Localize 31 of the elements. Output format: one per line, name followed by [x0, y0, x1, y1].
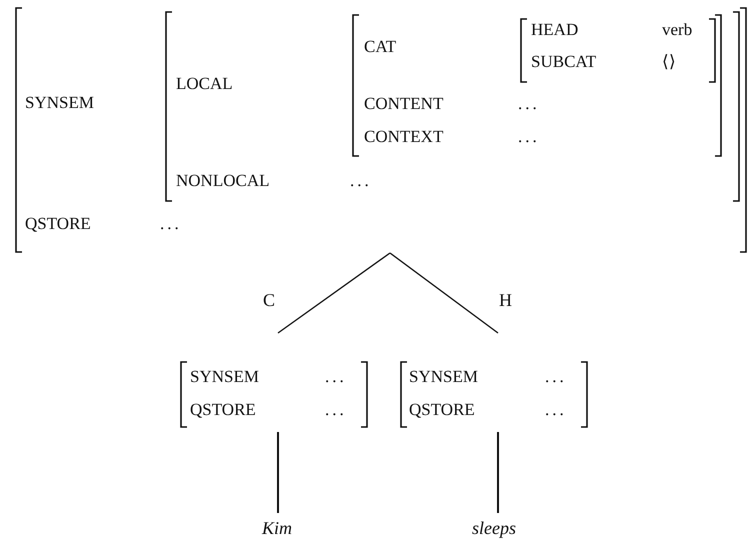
- feature-name: QSTORE: [409, 401, 475, 418]
- feature-value: ...: [518, 95, 540, 112]
- edge-label: C: [263, 291, 276, 309]
- feature-value: verb: [662, 21, 692, 38]
- feature-name: SYNSEM: [25, 94, 94, 111]
- feature-name: NONLOCAL: [176, 172, 270, 189]
- tree-branch: [278, 252, 390, 334]
- tree-branch: [390, 252, 498, 334]
- feature-value: ...: [545, 368, 567, 385]
- tree-branch: [277, 432, 279, 513]
- word: Kim: [262, 519, 292, 537]
- feature-name: QSTORE: [25, 215, 91, 232]
- word: sleeps: [472, 519, 516, 537]
- feature-name: SUBCAT: [531, 53, 596, 70]
- feature-value: ...: [350, 172, 372, 189]
- feature-value: ⟨⟩: [662, 53, 676, 70]
- edge-label: H: [499, 291, 512, 309]
- feature-name: SYNSEM: [190, 368, 259, 385]
- feature-value: ...: [325, 401, 347, 418]
- feature-name: CONTEXT: [364, 128, 444, 145]
- feature-name: LOCAL: [176, 75, 233, 92]
- feature-value: ...: [545, 401, 567, 418]
- tree-branch: [497, 432, 499, 513]
- feature-name: HEAD: [531, 21, 578, 38]
- feature-value: ...: [160, 215, 182, 232]
- feature-name: CONTENT: [364, 95, 444, 112]
- feature-name: CAT: [364, 38, 396, 55]
- feature-value: ...: [325, 368, 347, 385]
- feature-name: SYNSEM: [409, 368, 478, 385]
- feature-name: QSTORE: [190, 401, 256, 418]
- feature-value: ...: [518, 128, 540, 145]
